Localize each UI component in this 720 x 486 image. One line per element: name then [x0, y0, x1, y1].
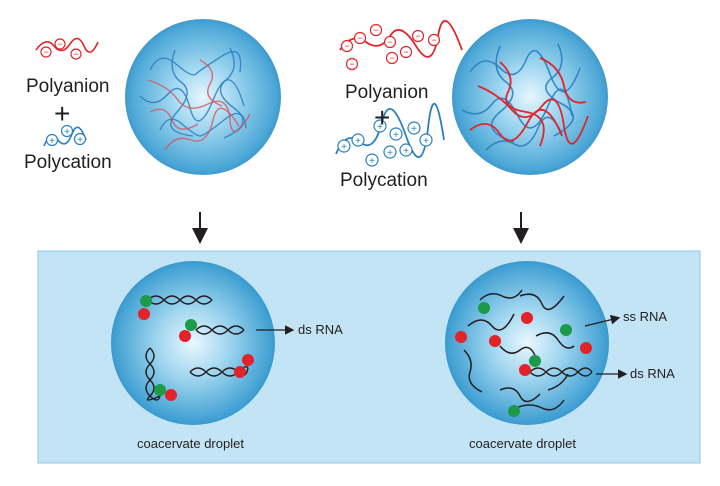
svg-text:+: + — [369, 156, 375, 167]
svg-text:−: − — [344, 41, 349, 51]
svg-text:−: − — [387, 37, 392, 47]
left-droplet-label: coacervate droplet — [137, 436, 244, 451]
right-ssrna-label: ss RNA — [623, 309, 668, 324]
svg-text:+: + — [49, 136, 55, 147]
left-coacervate-droplet — [111, 261, 275, 425]
left-plus-sign: + — [54, 98, 71, 129]
svg-text:−: − — [389, 53, 394, 63]
svg-text:+: + — [393, 130, 399, 141]
svg-text:+: + — [341, 142, 347, 153]
svg-text:−: − — [349, 59, 354, 69]
left-polycation-label: Polycation — [24, 152, 112, 173]
svg-text:−: − — [431, 35, 436, 45]
svg-text:−: − — [43, 47, 48, 57]
right-ssrna-pointer — [584, 315, 621, 327]
svg-text:−: − — [73, 49, 78, 59]
right-coacervate-droplet — [445, 261, 609, 425]
right-polyanion-icon: − − − − − − − − − — [339, 20, 463, 71]
left-dsrna-label: ds RNA — [298, 322, 343, 337]
left-polycation-icon: + + + — [43, 124, 87, 147]
left-polyanion-label: Polyanion — [26, 76, 110, 97]
right-droplet-label: coacervate droplet — [469, 436, 576, 451]
svg-text:+: + — [411, 124, 417, 135]
right-polyanion-label: Polyanion — [345, 82, 429, 103]
svg-text:+: + — [64, 127, 70, 138]
right-polymer-sphere — [452, 19, 608, 175]
svg-text:−: − — [415, 31, 420, 41]
svg-text:+: + — [423, 136, 429, 147]
right-polycation-icon: + + + + + + + + + — [335, 103, 445, 167]
svg-text:+: + — [355, 136, 361, 147]
svg-text:−: − — [357, 33, 362, 43]
svg-text:+: + — [403, 146, 409, 157]
svg-text:+: + — [377, 122, 383, 133]
svg-text:−: − — [403, 47, 408, 57]
left-polyanion-icon: − − − — [35, 37, 99, 60]
right-polycation-label: Polycation — [340, 170, 428, 191]
right-dsrna-label: ds RNA — [630, 366, 675, 381]
svg-text:+: + — [387, 148, 393, 159]
svg-text:+: + — [77, 135, 83, 146]
svg-text:−: − — [373, 25, 378, 35]
svg-text:−: − — [57, 39, 62, 49]
right-plus-sign: + — [374, 102, 391, 133]
left-polymer-sphere — [125, 19, 281, 175]
